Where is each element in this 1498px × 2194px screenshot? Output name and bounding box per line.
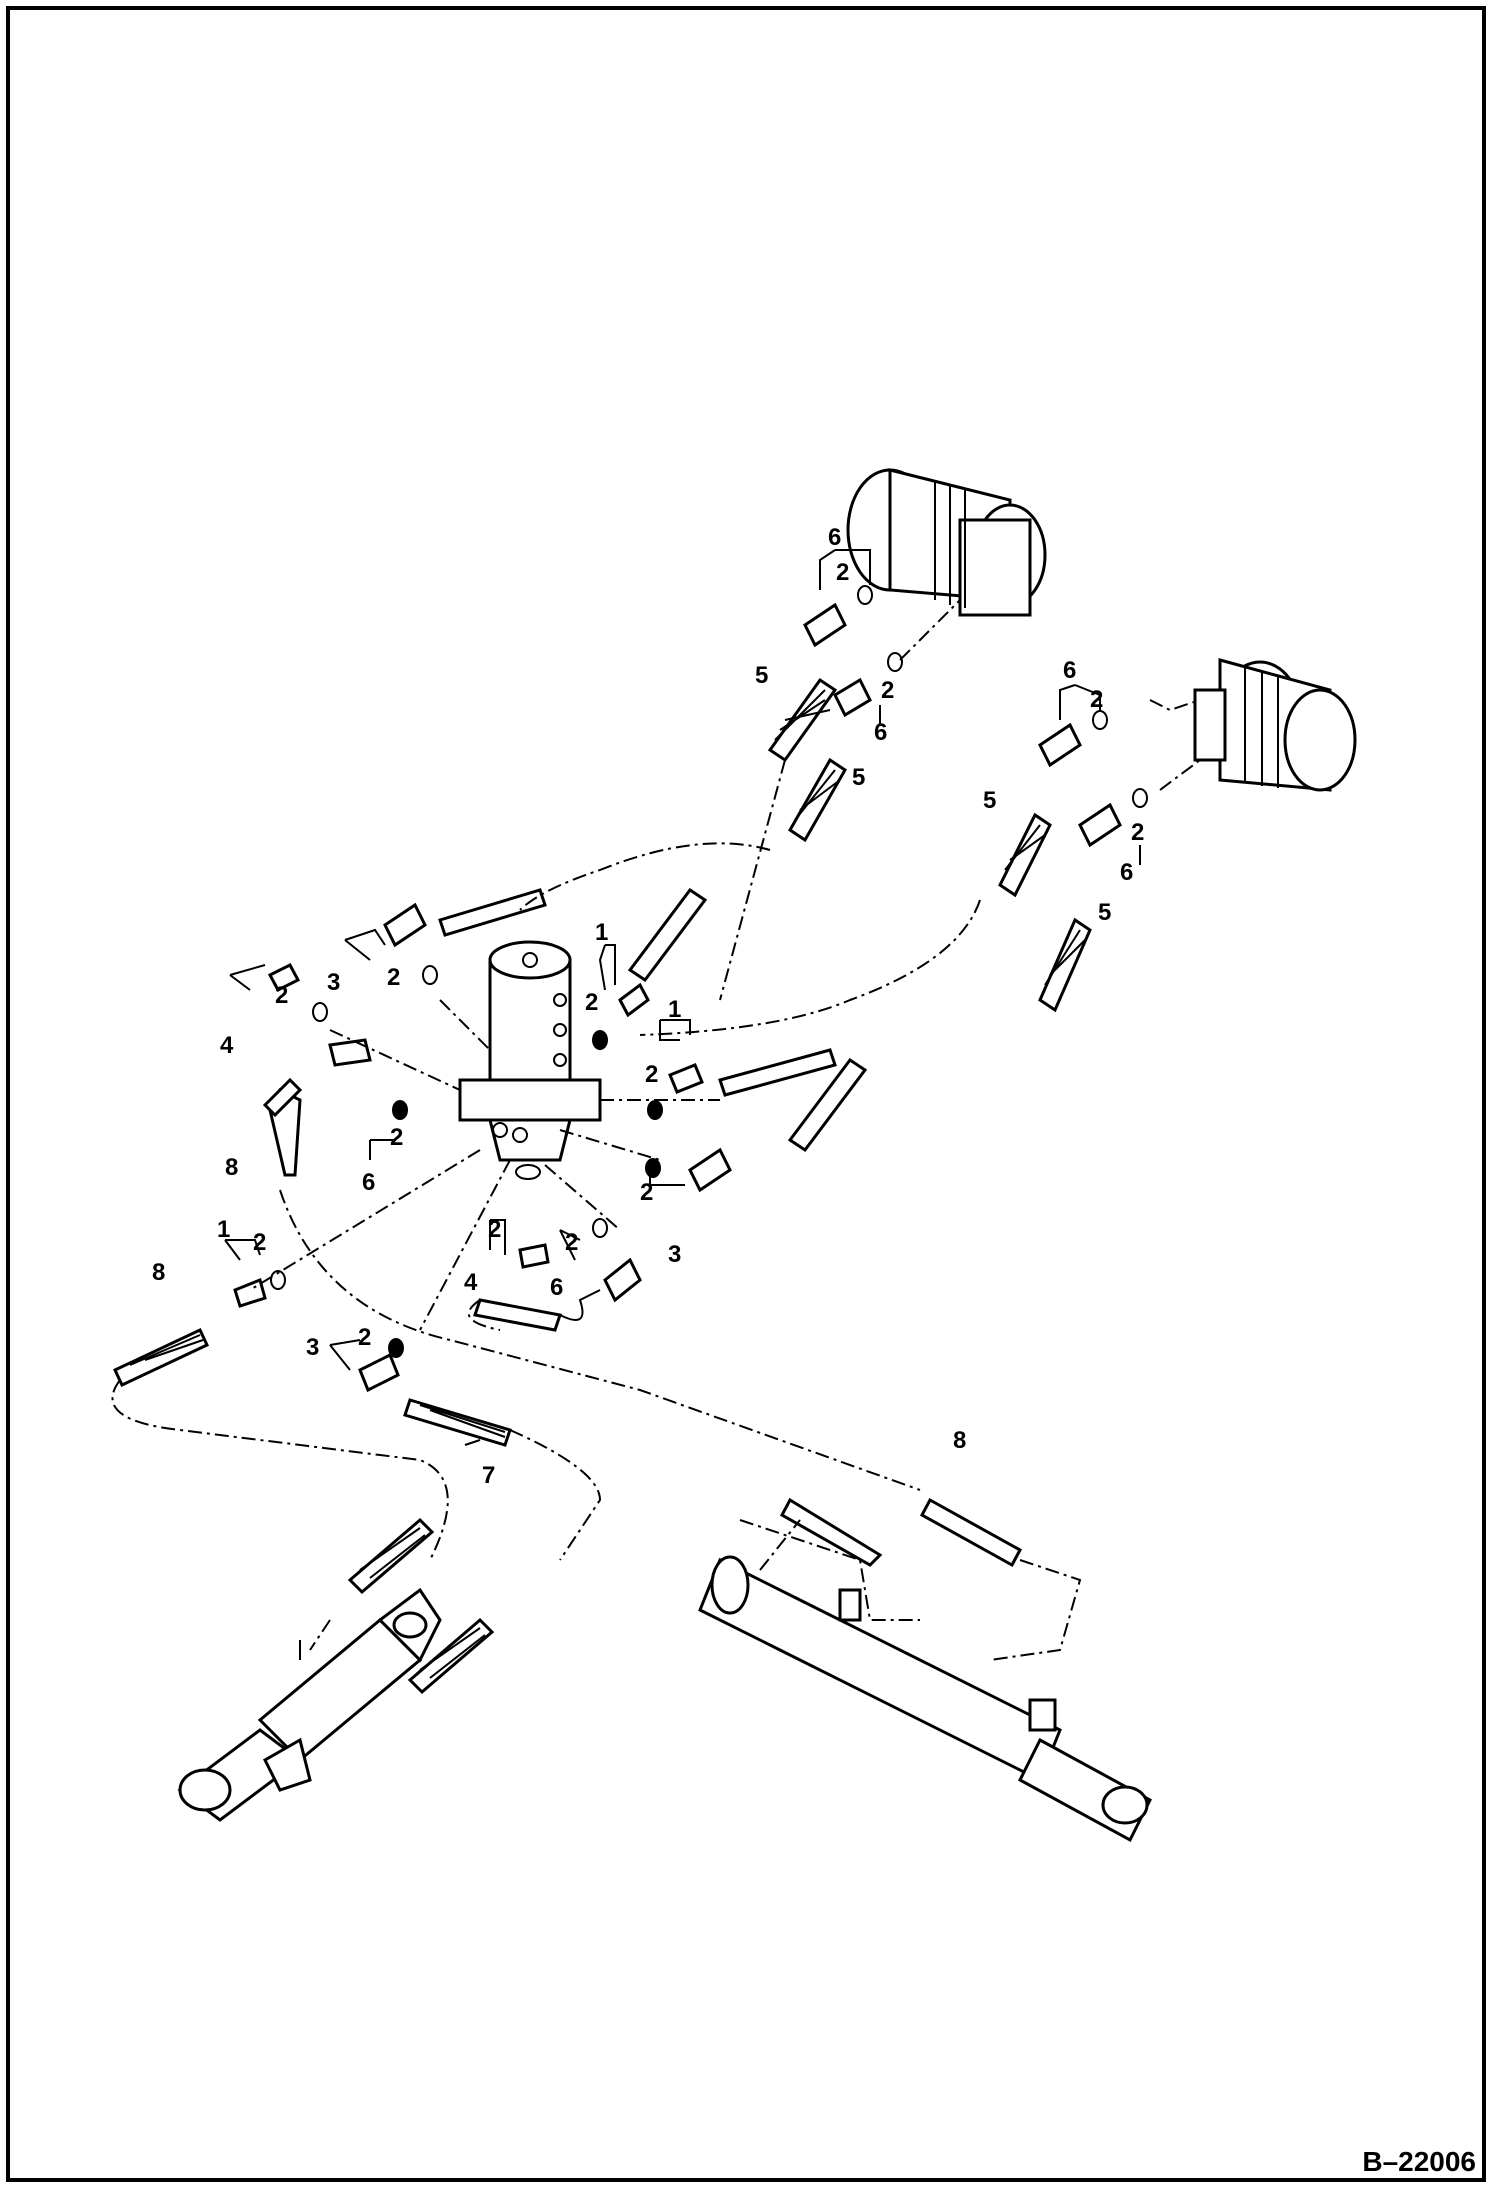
callout-8: 8: [225, 1154, 238, 1181]
hose-cylinder-left: [347, 1517, 495, 1695]
callout-2: 2: [565, 1229, 578, 1256]
callout-2: 2: [1090, 686, 1103, 713]
callout-3: 3: [306, 1334, 319, 1361]
hose-8-left: [113, 1328, 209, 1387]
callout-7: 7: [482, 1462, 495, 1489]
callout-2: 2: [390, 1124, 403, 1151]
callout-3: 3: [668, 1241, 681, 1268]
callout-1-c: 1: [217, 1216, 230, 1243]
travel-motor-right: [1193, 658, 1357, 792]
callout-1-a: 1: [595, 919, 608, 946]
callout-2: 2: [387, 964, 400, 991]
routing-lines: [111, 599, 1201, 1661]
callout-6: 6: [362, 1169, 375, 1196]
callout-5: 5: [983, 787, 996, 814]
callout-4: 4: [220, 1032, 234, 1059]
callout-2: 2: [640, 1179, 653, 1206]
hose-5-upper-b: [788, 757, 847, 843]
callout-8: 8: [152, 1259, 165, 1286]
callout-2: 2: [836, 559, 849, 586]
hose-7: [403, 1398, 512, 1447]
hose-5-upper-a: [767, 677, 838, 763]
callout-5: 5: [1098, 899, 1111, 926]
o-rings: [270, 585, 1148, 1358]
figure-id: B–22006: [1362, 2146, 1476, 2177]
callout-6: 6: [550, 1274, 563, 1301]
callout-2: 2: [253, 1229, 266, 1256]
callout-2: 2: [358, 1324, 371, 1351]
callout-6: 6: [874, 719, 887, 746]
elbow-fittings: [233, 602, 1122, 1393]
callout-1-b: 1: [668, 996, 681, 1023]
callout-6: 6: [1120, 859, 1133, 886]
cylinder-right: [698, 1555, 1152, 1843]
hose-8-vertical: [262, 1077, 303, 1177]
callout-2: 2: [488, 1216, 501, 1243]
hose-8-lower: [473, 1289, 1023, 1568]
callout-4: 4: [464, 1269, 478, 1296]
callout-5: 5: [852, 764, 865, 791]
hose-5-right-a: [998, 812, 1052, 898]
callout-2: 2: [645, 1061, 658, 1088]
callout-labels: 1 1 1 2 2 2 2 2 2 2 2 2 2 2 2 2 2 3 3 3 …: [152, 524, 1144, 1489]
callout-2: 2: [585, 989, 598, 1016]
diagram-frame: [6, 6, 1486, 2182]
leader-lines: [224, 549, 1141, 1446]
callout-2: 2: [881, 677, 894, 704]
callout-2: 2: [275, 982, 288, 1009]
swivel-joint: [458, 940, 602, 1162]
hose-swivel-upper: [438, 887, 868, 1153]
cylinder-left: [177, 1587, 442, 1822]
callout-3: 3: [327, 969, 340, 996]
callout-6: 6: [828, 524, 841, 551]
travel-motor-upper: [846, 468, 1047, 617]
hose-5-right-b: [1038, 917, 1092, 1013]
callout-8: 8: [953, 1427, 966, 1454]
callout-2: 2: [1131, 819, 1144, 846]
callout-6: 6: [1063, 657, 1076, 684]
callout-5: 5: [755, 662, 768, 689]
